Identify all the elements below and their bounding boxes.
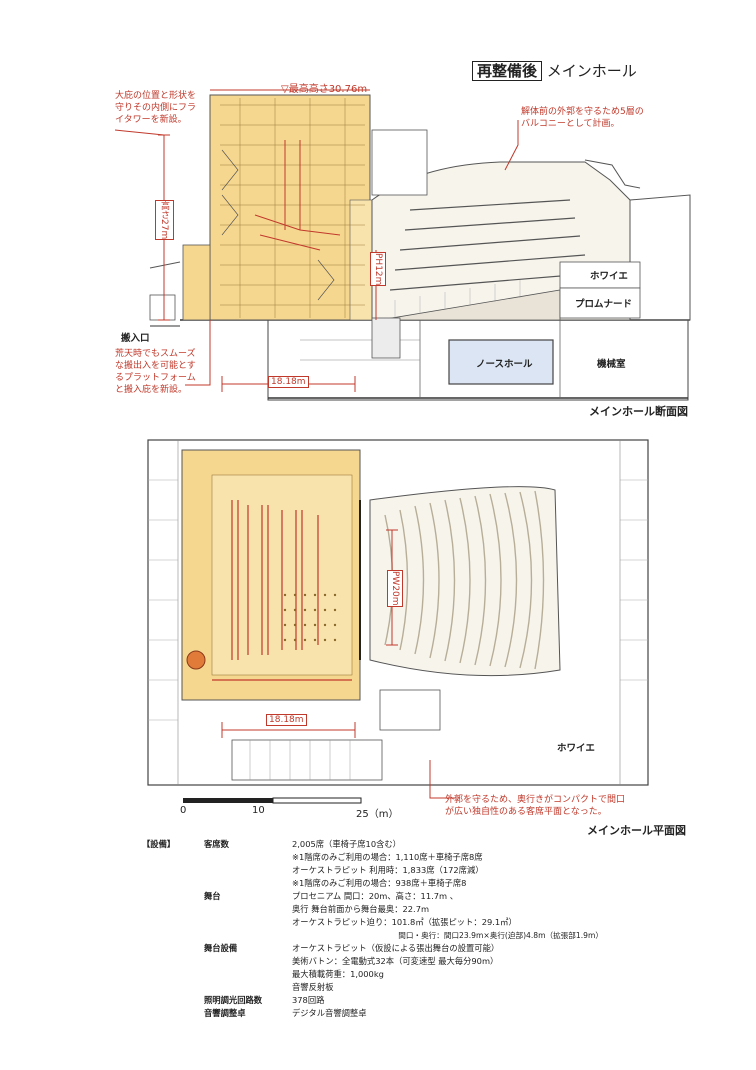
note-flytower-line: イタワーを新設。 (115, 115, 187, 125)
note-platform-line: な搬出入を可能とす (115, 361, 196, 371)
spec-value: 2,005席（車椅子席10含む） ※1階席のみご利用の場合：1,110席＋車椅子… (292, 838, 702, 890)
dim-pw: PW20m (387, 570, 403, 607)
dim-height: 高さ27m (155, 200, 174, 241)
spec-value: プロセニアム 間口：20m、高さ：11.7m 、 奥行 舞台前面から舞台最奥：2… (292, 890, 702, 942)
spec-key: 音響調整卓 (204, 1008, 246, 1018)
spec-value: 378回路 (292, 994, 702, 1007)
note-balcony: 解体前の外郭を守るため5層の バルコニーとして計画。 (521, 106, 644, 130)
plan-drawing (147, 439, 649, 804)
spec-line: オーケストラピット（仮設による張出舞台の設置可能） (292, 943, 500, 953)
section-caption: メインホール断面図 (589, 405, 688, 418)
title-box: 再整備後 (472, 61, 543, 81)
spec-key: 舞台 (204, 891, 221, 901)
note-flytower: 大庇の位置と形状を 守りその内側にフラ イタワーを新設。 (115, 90, 196, 126)
spec-line: 間口・奥行：間口23.9m×奥行(迫部)4.8m（拡張部1.9m） (292, 931, 603, 940)
spec-value: デジタル音響調整卓 (292, 1007, 702, 1020)
note-balcony-line: 解体前の外郭を守るため5層の (521, 107, 644, 117)
spec-row: 舞台 プロセニアム 間口：20m、高さ：11.7m 、 奥行 舞台前面から舞台最… (142, 890, 702, 942)
note-plan-line: が広い独自性のある客席平面となった。 (445, 807, 607, 817)
spec-key: 客席数 (204, 839, 229, 849)
spec-line: プロセニアム 間口：20m、高さ：11.7m 、 (292, 891, 459, 901)
scale-tick-10: 10 (252, 805, 265, 816)
spec-value: オーケストラピット（仮設による張出舞台の設置可能） 美術バトン：全電動式32本（… (292, 942, 702, 994)
scale-tick-0: 0 (180, 805, 187, 816)
dim-section-width: 18.18m (268, 376, 309, 388)
note-platform-line: るプラットフォーム (115, 373, 196, 383)
spec-row: 舞台設備 オーケストラピット（仮設による張出舞台の設置可能） 美術バトン：全電動… (142, 942, 702, 994)
spec-line: ※1階席のみご利用の場合：1,110席＋車椅子席8席 (292, 852, 483, 862)
dim-plan-width: 18.18m (266, 714, 307, 726)
note-plan-line: 外郭を守るため、奥行きがコンパクトで間口 (445, 795, 626, 805)
turntable-marker (186, 650, 206, 670)
spec-line: 378回路 (292, 995, 325, 1005)
room-north-hall: ノースホール (476, 359, 533, 370)
room-entrance: 搬入口 (121, 333, 150, 344)
spec-line: 美術バトン：全電動式32本（可変速型 最大毎分90m） (292, 956, 499, 966)
note-platform: 荒天時でもスムーズ な搬出入を可能とす るプラットフォーム と搬入庇を新設。 (115, 348, 196, 396)
room-foyer-plan: ホワイエ (557, 743, 595, 754)
page-title: 再整備後 メインホール (472, 60, 637, 81)
note-flytower-line: 守りその内側にフラ (115, 103, 197, 113)
spec-row: 音響調整卓 デジタル音響調整卓 (142, 1007, 702, 1020)
dim-ph: PH12m (370, 252, 386, 287)
note-platform-line: 荒天時でもスムーズ (115, 349, 196, 359)
spec-line: デジタル音響調整卓 (292, 1008, 367, 1018)
spec-line: 最大積載荷重：1,000kg (292, 969, 384, 979)
spec-line: 奥行 舞台前面から舞台最奥：22.7m (292, 904, 430, 914)
room-machine: 機械室 (597, 359, 626, 370)
spec-line: オーケストラピット迫り：101.8㎡（拡張ピット：29.1㎡） (292, 917, 517, 927)
title-name: メインホール (546, 62, 637, 80)
spec-key: 舞台設備 (204, 943, 238, 953)
spec-row: 照明調光回路数 378回路 (142, 994, 702, 1007)
plan-caption: メインホール平面図 (587, 824, 686, 837)
spec-row: 【設備】 客席数 2,005席（車椅子席10含む） ※1階席のみご利用の場合：1… (142, 838, 702, 890)
section-drawing (114, 89, 691, 401)
specs-table: 【設備】 客席数 2,005席（車椅子席10含む） ※1階席のみご利用の場合：1… (142, 838, 702, 1020)
spec-line: 音響反射板 (292, 982, 334, 992)
spec-key: 照明調光回路数 (204, 995, 263, 1005)
spec-line: 2,005席（車椅子席10含む） (292, 839, 401, 849)
note-balcony-line: バルコニーとして計画。 (521, 119, 620, 129)
scale-bar-light (272, 797, 362, 804)
scale-bar-dark (183, 798, 273, 803)
room-promenade: プロムナード (575, 299, 633, 310)
spec-heading: 【設備】 (142, 839, 176, 849)
note-plan: 外郭を守るため、奥行きがコンパクトで間口 が広い独自性のある客席平面となった。 (445, 794, 625, 818)
note-platform-line: と搬入庇を新設。 (115, 385, 188, 395)
max-height-note: ▽最高高さ30.76m (281, 84, 368, 95)
north-hall-room (448, 339, 554, 385)
spec-line: ※1階席のみご利用の場合：938席＋車椅子席8 (292, 878, 467, 888)
room-foyer-section: ホワイエ (590, 271, 628, 282)
scale-tick-25: 25（m） (356, 809, 399, 820)
spec-line: オーケストラピット 利用時：1,833席（172席減） (292, 865, 484, 875)
note-flytower-line: 大庇の位置と形状を (115, 91, 197, 101)
